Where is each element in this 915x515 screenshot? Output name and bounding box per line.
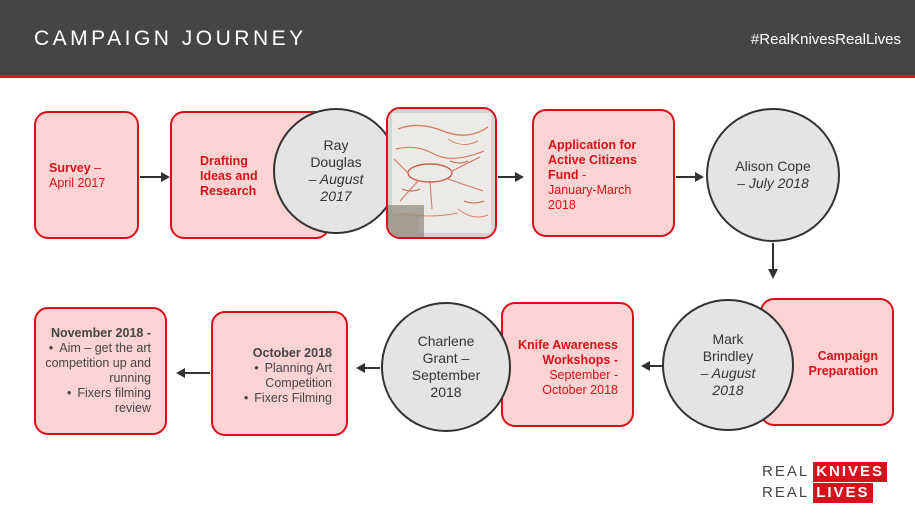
survey-label: Survey xyxy=(49,161,91,175)
november-item-2: •Fixers filming review xyxy=(66,386,151,415)
application-date: January-March 2018 xyxy=(548,183,632,212)
circle-mark-brindley: Mark Brindley – August 2018 xyxy=(662,299,794,431)
october-item-1: •Planning Art Competition xyxy=(254,361,332,390)
circle-ray-douglas: Ray Douglas – August 2017 xyxy=(273,108,399,234)
drafting-label: Drafting Ideas and Research xyxy=(200,154,258,198)
step-october-2018: October 2018 •Planning Art Competition •… xyxy=(211,311,348,436)
ray-name: Ray Douglas xyxy=(310,137,362,170)
alison-date: – July 2018 xyxy=(737,175,809,191)
step-survey: Survey – April 2017 xyxy=(34,111,139,239)
logo-lives: LIVES xyxy=(813,482,873,503)
step-november-2018: November 2018 - •Aim – get the art compe… xyxy=(34,307,167,435)
survey-sep: – xyxy=(90,161,102,175)
step-knife-workshops: Knife Awareness Workshops - September - … xyxy=(501,302,634,427)
arrow-october-to-november xyxy=(176,368,210,378)
knife-label: Knife Awareness Workshops - xyxy=(517,338,618,367)
logo-knives: KNIVES xyxy=(813,461,888,482)
charlene-sep: – xyxy=(457,350,470,366)
arrow-mark-to-knife xyxy=(641,361,663,371)
logo-real-1: REAL xyxy=(762,462,810,480)
ray-date: – August 2017 xyxy=(308,171,364,204)
brainstorm-photo-icon xyxy=(386,107,497,239)
hashtag: #RealKnivesRealLives xyxy=(750,31,901,48)
mark-name: Mark Brindley xyxy=(702,331,754,364)
survey-date: April 2017 xyxy=(49,176,106,190)
alison-name: Alison Cope xyxy=(735,158,811,174)
logo-real-2: REAL xyxy=(762,483,810,501)
arrow-charlene-to-october xyxy=(356,363,380,373)
page-title: CAMPAIGN JOURNEY xyxy=(34,27,307,50)
knife-date: September - October 2018 xyxy=(542,368,618,397)
circle-alison-cope: Alison Cope – July 2018 xyxy=(706,108,840,242)
application-sep: - xyxy=(578,168,587,182)
arrow-application-to-alison xyxy=(676,172,704,182)
photo-graphic xyxy=(388,109,495,237)
application-label: Application for Active Citizens Fund xyxy=(548,138,637,182)
november-item-1: •Aim – get the art competition up and ru… xyxy=(45,341,151,385)
step-application: Application for Active Citizens Fund - J… xyxy=(532,109,675,237)
mark-date: – August 2018 xyxy=(700,365,756,398)
arrow-alison-down xyxy=(768,243,778,279)
circle-charlene-grant: Charlene Grant – September 2018 xyxy=(381,302,511,432)
charlene-date: September 2018 xyxy=(411,367,481,400)
october-label: October 2018 xyxy=(252,346,332,360)
header-bar: CAMPAIGN JOURNEY #RealKnivesRealLives xyxy=(0,0,915,75)
arrow-survey-to-drafting xyxy=(140,172,170,182)
header-divider xyxy=(0,75,915,78)
october-item-2: •Fixers Filming xyxy=(243,391,332,405)
campaign-label: Campaign Preparation xyxy=(808,349,878,378)
charlene-name: Charlene Grant xyxy=(417,333,475,366)
november-label: November 2018 - xyxy=(50,326,151,340)
arrow-photo-to-application xyxy=(498,172,524,182)
